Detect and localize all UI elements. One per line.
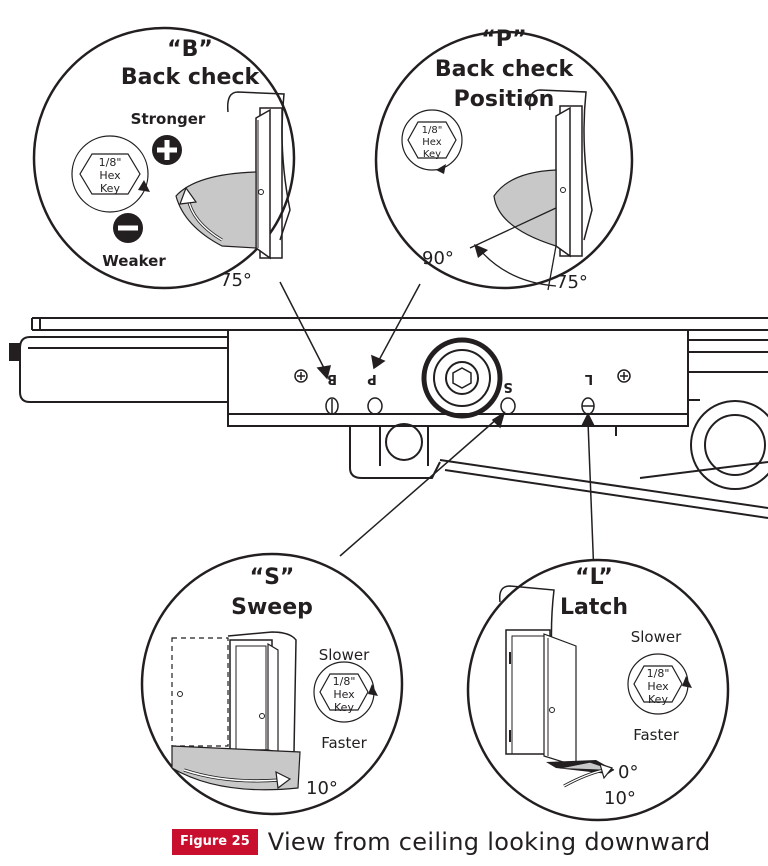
- callout-p-angle-75: 75°: [556, 272, 588, 293]
- callout-p-key-line2: Hex: [422, 137, 441, 148]
- callout-s-key-line2: Hex: [333, 688, 355, 701]
- valve-s-icon: [500, 397, 516, 415]
- callout-l-angle-0: 0°: [618, 762, 638, 783]
- callout-l-title: Latch: [560, 595, 628, 620]
- valve-b-icon: [325, 397, 339, 415]
- callout-s-key-line1: 1/8": [333, 675, 356, 688]
- callout-s-faster: Faster: [321, 734, 367, 752]
- callout-p-key-line1: 1/8": [422, 125, 443, 136]
- callout-l-hex-key-icon: [627, 653, 692, 715]
- valve-l-letter: L: [585, 371, 593, 386]
- callout-s: 1/8" Hex Key “S” Sweep Slower Faster 10°: [140, 552, 404, 816]
- callout-p-hex-key-icon: [401, 109, 463, 174]
- callout-p-key-line3: Key: [423, 149, 441, 160]
- callout-l: 1/8" Hex Key “L” Latch Slower Faster 0° …: [466, 558, 730, 822]
- figure-number-badge: Figure 25: [172, 829, 258, 855]
- callout-l-angle-10: 10°: [604, 788, 636, 809]
- callout-p-code: “P”: [481, 27, 526, 52]
- callout-l-key-line2: Hex: [647, 680, 669, 693]
- valve-p-letter: P: [367, 371, 377, 386]
- leader-l: [587, 421, 595, 577]
- leader-s-arrow-icon: [491, 411, 506, 429]
- valve-p-icon: [367, 397, 383, 415]
- callout-p-angle-90: 90°: [422, 248, 454, 269]
- callout-b-angle: 75°: [220, 270, 252, 291]
- cover-screw-right-icon: [617, 369, 631, 383]
- callout-s-key-line3: Key: [334, 701, 354, 714]
- valve-s-letter: S: [503, 379, 512, 394]
- valve-b-letter: B: [327, 371, 337, 386]
- callout-l-code: “L”: [575, 565, 613, 590]
- callout-b-title: Back check: [121, 65, 261, 90]
- callout-l-key-line1: 1/8": [647, 667, 670, 680]
- leader-p: [377, 283, 421, 363]
- leader-b: [279, 281, 327, 373]
- leader-b-arrow-icon: [316, 365, 332, 380]
- callout-p-title-line2: Position: [454, 87, 555, 112]
- callout-b-hex-key-icon: [71, 135, 150, 213]
- callout-l-faster: Faster: [633, 726, 679, 744]
- minus-icon: [113, 213, 143, 243]
- callout-b-stronger: Stronger: [131, 110, 206, 128]
- callout-b-key-line1: 1/8": [99, 156, 122, 169]
- callout-s-slower: Slower: [319, 646, 370, 664]
- cover-screw-left-icon: [294, 369, 308, 383]
- callout-s-title: Sweep: [231, 595, 313, 620]
- callout-b: 1/8" Hex Key “B” Back check Stronger Wea…: [32, 26, 296, 291]
- figure-caption: Figure 25 View from ceiling looking down…: [172, 826, 711, 858]
- leader-p-arrow-icon: [371, 354, 386, 370]
- leader-s: [339, 417, 499, 557]
- callout-b-key-line3: Key: [100, 182, 120, 195]
- leader-l-arrow-icon: [580, 412, 596, 427]
- callout-l-slower: Slower: [631, 628, 682, 646]
- callout-s-hex-key-icon: [313, 661, 378, 723]
- callout-s-code: “S”: [250, 565, 295, 590]
- pinion-spindle-icon: [421, 337, 503, 419]
- callout-l-key-line3: Key: [648, 693, 668, 706]
- callout-s-angle: 10°: [306, 778, 338, 799]
- callout-p: 1/8" Hex Key “P” Back check Position 90°…: [374, 27, 634, 293]
- callout-b-code: “B”: [167, 37, 213, 62]
- door-closer-body: [9, 317, 768, 519]
- callout-b-key-line2: Hex: [99, 169, 121, 182]
- callout-p-title-line1: Back check: [435, 57, 575, 82]
- callout-b-weaker: Weaker: [102, 252, 166, 270]
- plus-icon: [152, 135, 182, 165]
- figure-caption-text: View from ceiling looking downward: [267, 828, 711, 856]
